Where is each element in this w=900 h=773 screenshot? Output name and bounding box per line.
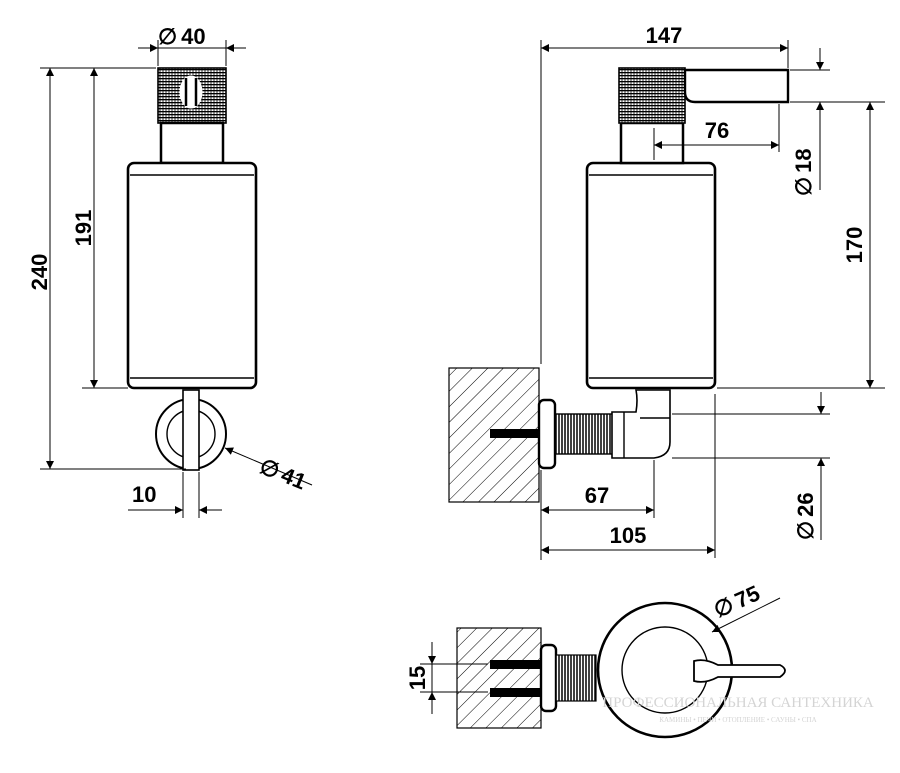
dim-screw-spacing: 15 xyxy=(405,642,488,714)
connector-top xyxy=(555,654,597,702)
dim-top-ring-diameter: ∅75 xyxy=(710,580,781,633)
label-67: 67 xyxy=(585,483,609,508)
threaded-connector xyxy=(554,413,616,455)
dim-to-body-center: 67 xyxy=(540,460,655,560)
spout xyxy=(683,68,790,104)
svg-text:∅75: ∅75 xyxy=(710,580,764,622)
dim-body-height: 170 xyxy=(717,102,885,389)
wall-screw-upper xyxy=(490,660,542,669)
watermark-subtitle: КАМИНЫ • ПЕЧИ • ОТОПЛЕНИЕ • САУНЫ • СПА xyxy=(659,716,816,724)
bracket-stem xyxy=(182,389,200,471)
wall-rosette-top xyxy=(539,643,558,713)
diameter-symbol: ∅ xyxy=(791,177,816,196)
wall-screw-lower xyxy=(490,688,542,697)
pump-neck xyxy=(159,121,225,165)
label-170: 170 xyxy=(842,227,867,264)
label-41: 41 xyxy=(278,462,310,494)
wall-screw xyxy=(490,429,540,438)
bottle-body-side xyxy=(585,161,717,390)
dim-height-191: 191 xyxy=(71,68,128,389)
watermark: ПРОФЕССИОНАЛЬНАЯ САНТЕХНИКА КАМИНЫ • ПЕЧ… xyxy=(602,695,874,724)
dim-rosette-diameter: ∅ 26 xyxy=(672,392,830,540)
svg-text:∅26: ∅ 26 xyxy=(793,492,818,540)
nozzle-opening xyxy=(179,75,203,109)
wall-rosette xyxy=(537,398,557,470)
dim-ring-diameter: ∅41 xyxy=(224,447,313,494)
watermark-title: ПРОФЕССИОНАЛЬНАЯ САНТЕХНИКА xyxy=(602,695,874,711)
dim-spout-length: 76 xyxy=(653,104,780,160)
label-15: 15 xyxy=(405,666,430,690)
label-18: 18 xyxy=(791,148,816,172)
dim-spout-diameter: ∅ 18 xyxy=(790,48,885,196)
wall-section-top xyxy=(456,627,542,729)
label-10: 10 xyxy=(132,482,156,507)
label-191: 191 xyxy=(71,210,96,247)
front-view: ∅40 240 191 10 ∅41 xyxy=(27,24,313,518)
label-76: 76 xyxy=(705,118,729,143)
label-105: 105 xyxy=(610,523,647,548)
bottle-body xyxy=(126,161,258,390)
dim-overall-height: 240 xyxy=(27,67,186,470)
elbow-bracket xyxy=(611,389,671,459)
label-147: 147 xyxy=(646,23,683,48)
dim-nozzle-diameter: ∅40 xyxy=(138,24,246,66)
pump-neck-side xyxy=(619,121,685,165)
diameter-symbol: ∅ xyxy=(793,521,818,540)
svg-text:∅18: ∅ 18 xyxy=(791,148,816,196)
diameter-symbol: ∅ xyxy=(158,24,177,49)
side-view: 147 76 ∅ 18 170 xyxy=(448,23,885,560)
label-40: 40 xyxy=(181,24,205,49)
pump-head-side xyxy=(618,67,686,124)
dim-bracket-width: 10 xyxy=(128,472,222,518)
svg-text:∅41: ∅41 xyxy=(256,453,310,494)
svg-text:∅40: ∅40 xyxy=(158,24,206,49)
label-26: 26 xyxy=(793,492,818,516)
top-view: ∅75 15 xyxy=(405,580,786,739)
spout-top xyxy=(693,659,786,683)
label-240: 240 xyxy=(27,254,52,291)
dim-to-body-front: 105 xyxy=(541,394,716,558)
dim-overall-depth: 147 xyxy=(540,23,789,364)
